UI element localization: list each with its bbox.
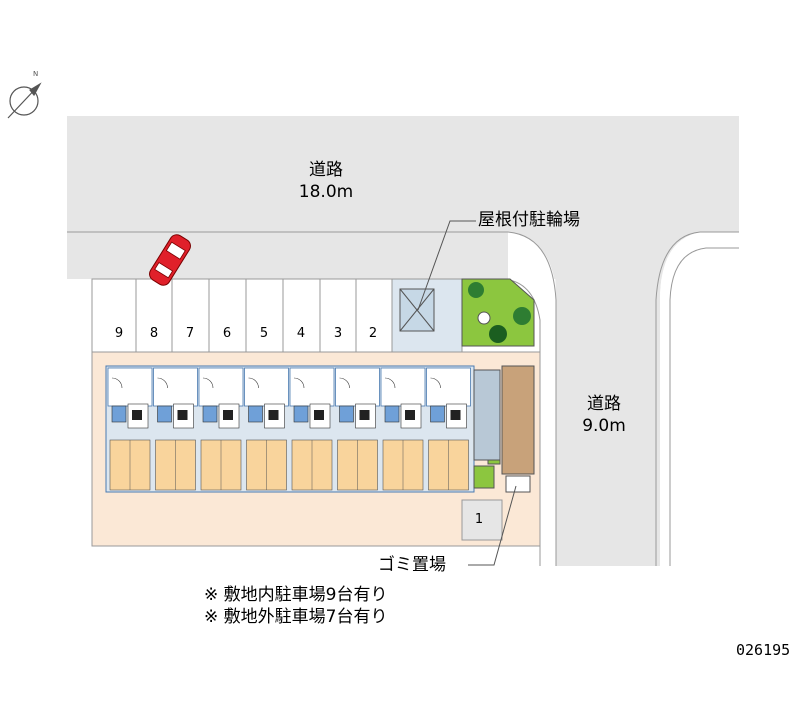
slot-label-6: 6 bbox=[222, 326, 232, 341]
unit-fixture bbox=[405, 410, 415, 420]
unit-door-swing bbox=[202, 377, 214, 389]
unit-fixture bbox=[268, 410, 279, 420]
unit-bath bbox=[384, 405, 400, 423]
unit-entry bbox=[289, 367, 335, 407]
north-arrow-icon: N bbox=[7, 70, 42, 119]
top-road-width: 18.0m bbox=[298, 182, 354, 202]
unit-door-swing bbox=[293, 377, 305, 389]
unit-bath bbox=[293, 405, 309, 423]
note-offsite-parking: ※ 敷地外駐車場7台有り bbox=[204, 607, 388, 627]
unit-entry bbox=[107, 367, 153, 407]
unit-bath bbox=[111, 405, 127, 423]
unit-entry bbox=[198, 367, 244, 407]
unit-entry bbox=[380, 367, 426, 407]
right-road-width: 9.0m bbox=[582, 416, 626, 436]
leader-garbage bbox=[468, 485, 517, 566]
unit-fixture bbox=[223, 410, 233, 420]
slot-label-2: 2 bbox=[368, 326, 378, 341]
unit-entry bbox=[426, 367, 471, 407]
parking-slot-1 bbox=[461, 499, 503, 541]
unit-door-swing bbox=[339, 377, 350, 389]
units bbox=[107, 367, 471, 491]
unit-bath bbox=[339, 405, 354, 423]
leader-bicycle bbox=[417, 220, 476, 311]
unit-bath bbox=[430, 405, 445, 423]
unit-fixture bbox=[132, 410, 142, 420]
unit-entry bbox=[153, 367, 198, 407]
unit-fixture bbox=[450, 410, 461, 420]
note-onsite-parking: ※ 敷地内駐車場9台有り bbox=[204, 585, 388, 605]
unit-fixture bbox=[314, 410, 324, 420]
walkway bbox=[501, 365, 535, 475]
unit-entry bbox=[335, 367, 380, 407]
unit-bath bbox=[248, 405, 263, 423]
slot-label-3: 3 bbox=[333, 326, 343, 341]
bicycle-parking-label: 屋根付駐輪場 bbox=[478, 210, 580, 230]
slot-label-7: 7 bbox=[185, 326, 195, 341]
slot-label-1: 1 bbox=[474, 512, 484, 527]
parking-area bbox=[91, 278, 393, 353]
unit-door-swing bbox=[111, 377, 123, 389]
unit-door-swing bbox=[248, 377, 259, 389]
svg-text:N: N bbox=[33, 70, 38, 78]
garbage-area bbox=[505, 475, 531, 493]
garbage-label: ゴミ置場 bbox=[378, 555, 446, 575]
unit-bath bbox=[202, 405, 218, 423]
property-code: 026195 bbox=[736, 641, 791, 659]
top-road-label: 道路 bbox=[309, 160, 343, 180]
unit-door-swing bbox=[157, 377, 168, 389]
slot-label-9: 9 bbox=[114, 326, 124, 341]
right-road-label: 道路 bbox=[587, 394, 621, 414]
slot-label-4: 4 bbox=[296, 326, 306, 341]
slot-label-8: 8 bbox=[149, 326, 159, 341]
unit-entry bbox=[244, 367, 289, 407]
unit-bath bbox=[157, 405, 172, 423]
unit-door-swing bbox=[430, 377, 441, 389]
parking-dividers bbox=[135, 279, 357, 352]
unit-fixture bbox=[177, 410, 188, 420]
unit-door-swing bbox=[384, 377, 396, 389]
unit-fixture bbox=[359, 410, 370, 420]
slot-label-5: 5 bbox=[259, 326, 269, 341]
car-icon bbox=[149, 234, 191, 286]
